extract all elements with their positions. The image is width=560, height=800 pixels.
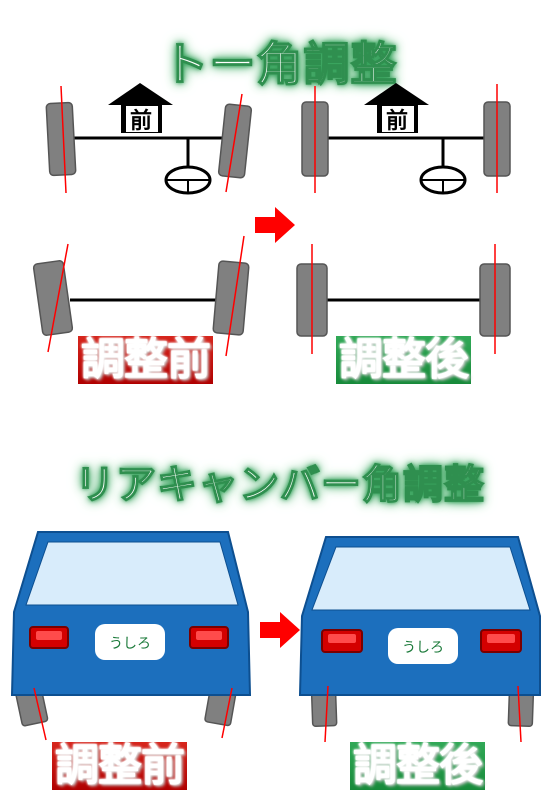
alignment-line (324, 685, 329, 743)
arrow-right-icon (255, 207, 295, 243)
before-adjustment-label: 調整前 (52, 742, 187, 790)
car-rear-before (10, 531, 252, 741)
after-adjustment-label: 調整後 (350, 742, 485, 790)
license-plate-text: うしろ (402, 640, 444, 656)
tire (212, 260, 250, 336)
before-adjustment-label: 調整前 (78, 336, 213, 384)
toe-before-rear-axle (32, 235, 250, 357)
tire (45, 101, 77, 177)
tire (32, 260, 74, 336)
alignment-line (33, 687, 47, 741)
title-toe-adjustment: トー角調整 (162, 36, 398, 91)
rear-window (311, 546, 531, 611)
license-plate-text: うしろ (109, 636, 151, 652)
toe-before-front-axle (45, 85, 253, 195)
rear-window (25, 541, 239, 606)
title-rear-camber-adjustment: リアキャンバー角調整 (74, 461, 485, 508)
toe-after-rear-axle (296, 244, 511, 354)
forward-arrow-icon (364, 83, 429, 133)
alignment-line (225, 93, 243, 193)
license-plate (388, 628, 458, 664)
alignment-line (60, 85, 67, 194)
forward-arrow-icon (108, 83, 173, 133)
alignment-line (517, 685, 522, 743)
forward-label: 前 (386, 108, 408, 134)
license-plate (95, 624, 165, 660)
alignment-line (221, 687, 233, 739)
after-adjustment-label: 調整後 (336, 336, 471, 384)
forward-label: 前 (130, 108, 152, 134)
car-rear-after (298, 536, 541, 743)
toe-after-front-axle (301, 84, 511, 195)
alignment-line (47, 243, 69, 353)
alignment-line (225, 235, 245, 357)
arrow-right-icon (260, 612, 300, 648)
